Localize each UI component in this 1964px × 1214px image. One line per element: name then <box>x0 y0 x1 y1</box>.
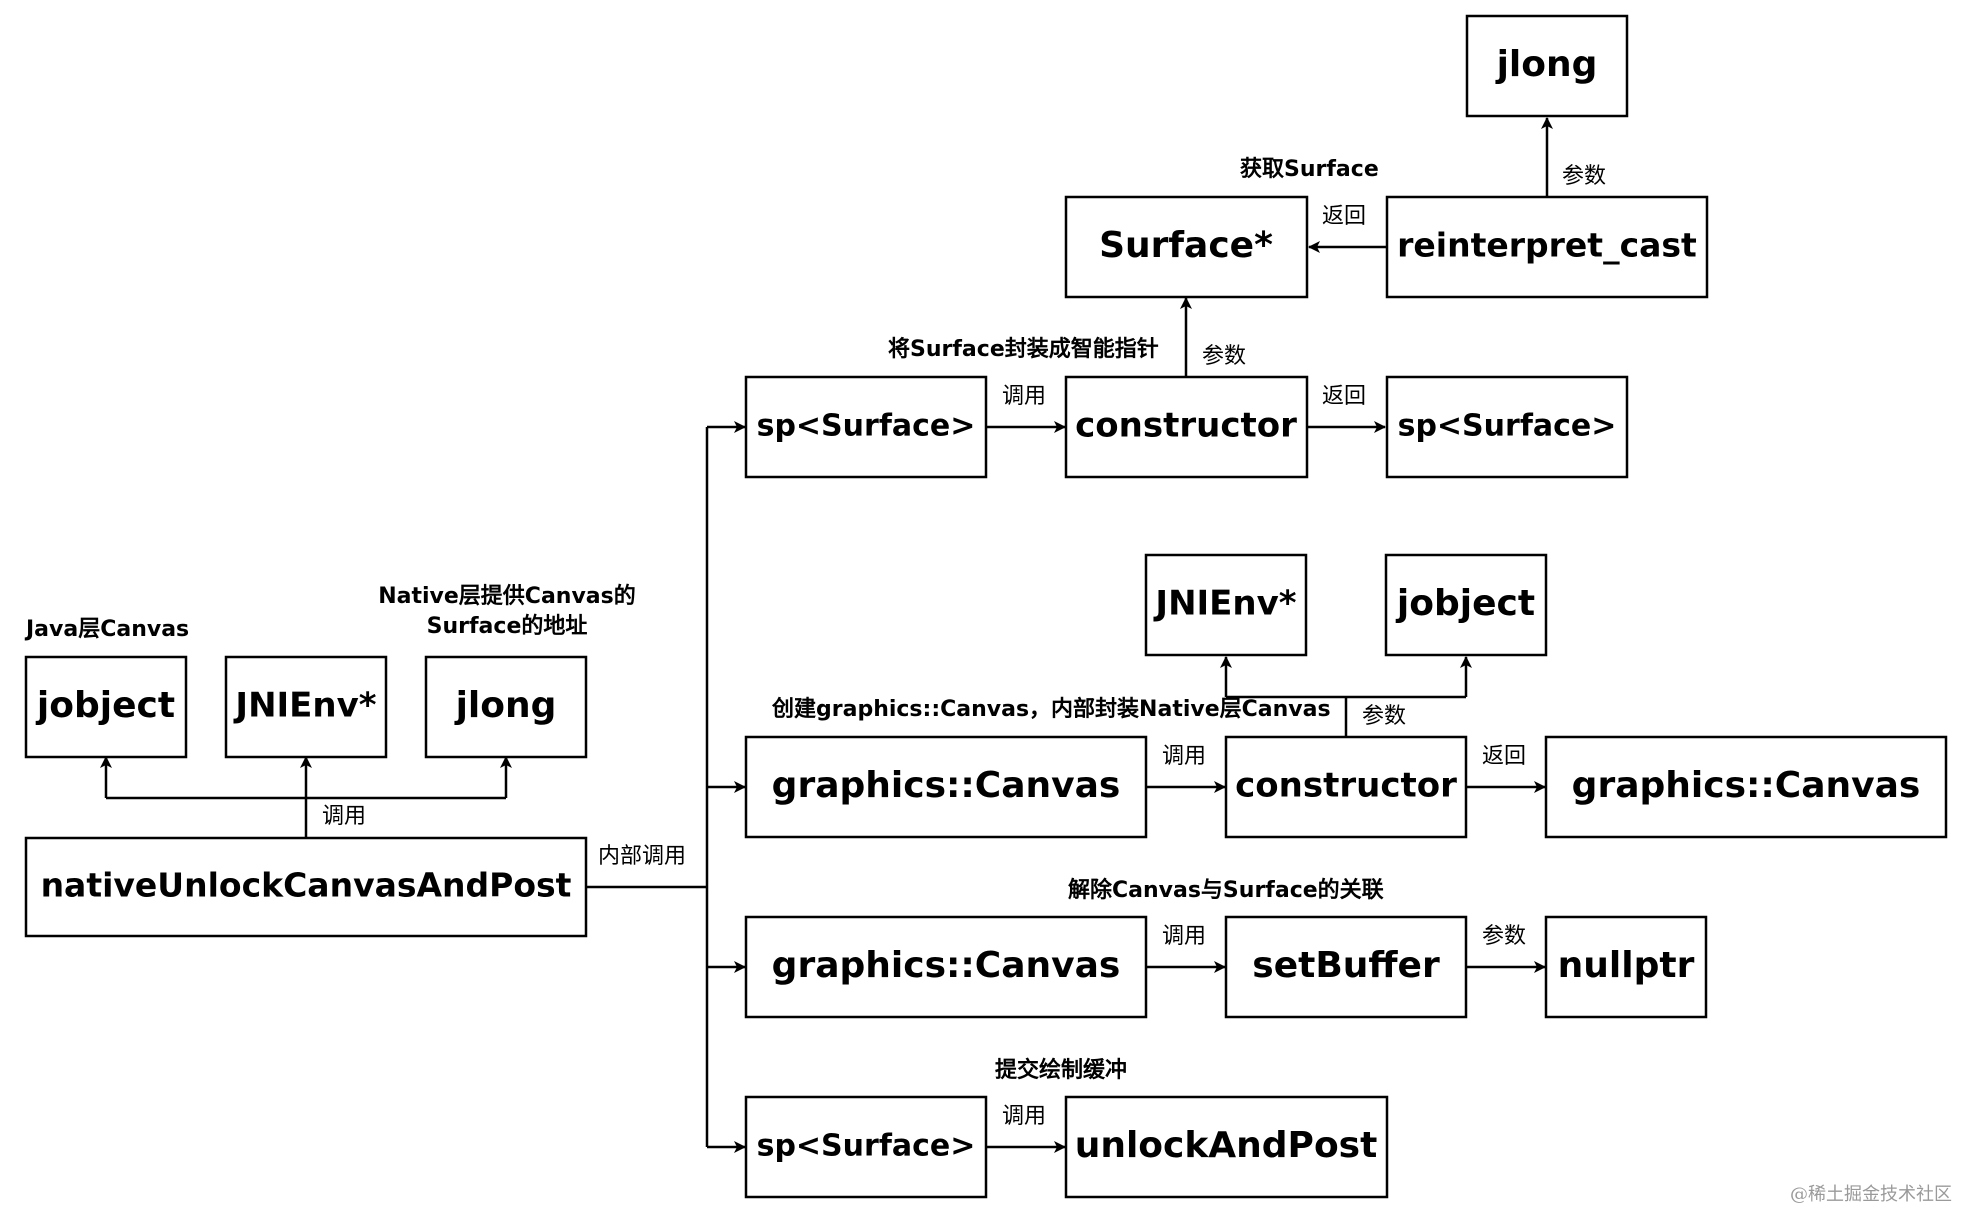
edge-label-param-env-obj: 参数 <box>1362 704 1406 729</box>
node-canvas-result: graphics::Canvas <box>1544 735 1948 839</box>
edge-label-call-constructor-1: 调用 <box>1002 384 1046 409</box>
svg-text:sp<Surface>: sp<Surface> <box>757 409 976 444</box>
edge-label-return-sp: 返回 <box>1322 384 1366 409</box>
svg-text:jlong: jlong <box>1495 44 1598 85</box>
node-constructor-2: constructor <box>1224 735 1468 839</box>
annotation-submit-buffer: 提交绘制缓冲 <box>995 1057 1127 1083</box>
edge-label-root-call: 调用 <box>322 804 366 829</box>
svg-text:JNIEnv*: JNIEnv* <box>1153 584 1296 624</box>
svg-text:jobject: jobject <box>35 685 175 726</box>
svg-text:jlong: jlong <box>454 685 557 726</box>
node-root: nativeUnlockCanvasAndPost <box>24 836 588 938</box>
node-root-jlong: jlong <box>424 655 588 759</box>
node-set-buffer: setBuffer <box>1224 915 1468 1019</box>
edge-label-call-constructor-2: 调用 <box>1162 744 1206 769</box>
node-sp-surface-2: sp<Surface> <box>744 1095 988 1199</box>
svg-text:sp<Surface>: sp<Surface> <box>757 1129 976 1164</box>
edge-label-return-surface: 返回 <box>1322 204 1366 229</box>
svg-text:setBuffer: setBuffer <box>1252 945 1440 986</box>
annotation-create-canvas: 创建graphics::Canvas，内部封装Native层Canvas <box>771 696 1331 722</box>
annotation-get-surface: 获取Surface <box>1240 157 1379 182</box>
svg-text:constructor: constructor <box>1075 406 1297 446</box>
node-canvas-1: graphics::Canvas <box>744 735 1148 839</box>
node-jlong-top: jlong <box>1465 14 1629 118</box>
node-jnienv-2: JNIEnv* <box>1144 553 1308 657</box>
node-root-jnienv: JNIEnv* <box>224 655 388 759</box>
svg-text:unlockAndPost: unlockAndPost <box>1075 1125 1378 1166</box>
svg-text:JNIEnv*: JNIEnv* <box>233 686 376 726</box>
svg-text:constructor: constructor <box>1235 766 1457 806</box>
svg-text:nativeUnlockCanvasAndPost: nativeUnlockCanvasAndPost <box>41 866 572 905</box>
node-surface-ptr: Surface* <box>1064 195 1309 299</box>
node-unlock-and-post: unlockAndPost <box>1064 1095 1389 1199</box>
node-nullptr: nullptr <box>1544 915 1708 1019</box>
annotation-java-canvas: Java层Canvas <box>24 617 189 642</box>
edge-label-param-surface: 参数 <box>1202 344 1246 369</box>
svg-text:reinterpret_cast: reinterpret_cast <box>1397 226 1697 265</box>
node-jobject-2: jobject <box>1384 553 1548 657</box>
edge-label-param-nullptr: 参数 <box>1482 924 1526 949</box>
node-canvas-2: graphics::Canvas <box>744 915 1148 1019</box>
node-sp-surface-1: sp<Surface> <box>744 375 988 479</box>
svg-text:graphics::Canvas: graphics::Canvas <box>772 945 1121 986</box>
edge-label-param-jlong: 参数 <box>1562 164 1606 189</box>
annotation-native-surface-line1: Native层提供Canvas的 <box>378 583 636 609</box>
svg-text:sp<Surface>: sp<Surface> <box>1398 409 1617 444</box>
svg-text:graphics::Canvas: graphics::Canvas <box>772 765 1121 806</box>
edge-label-call-unlock: 调用 <box>1002 1104 1046 1129</box>
svg-text:Surface*: Surface* <box>1099 225 1273 266</box>
edge-label-return-canvas: 返回 <box>1482 744 1526 769</box>
edge-label-internal-call: 内部调用 <box>598 844 686 869</box>
node-sp-surface-result: sp<Surface> <box>1385 375 1629 479</box>
svg-text:graphics::Canvas: graphics::Canvas <box>1572 765 1921 806</box>
node-constructor-1: constructor <box>1064 375 1309 479</box>
annotation-detach-canvas: 解除Canvas与Surface的关联 <box>1068 877 1384 903</box>
annotation-wrap-smart-pointer: 将Surface封装成智能指针 <box>888 336 1159 362</box>
edge-label-call-set-buffer: 调用 <box>1162 924 1206 949</box>
svg-text:jobject: jobject <box>1395 583 1535 624</box>
svg-text:nullptr: nullptr <box>1558 945 1695 986</box>
annotation-native-surface-line2: Surface的地址 <box>427 613 588 639</box>
watermark: @稀土掘金技术社区 <box>1790 1184 1952 1205</box>
node-root-jobject: jobject <box>24 655 188 759</box>
node-reinterpret-cast: reinterpret_cast <box>1385 195 1709 299</box>
